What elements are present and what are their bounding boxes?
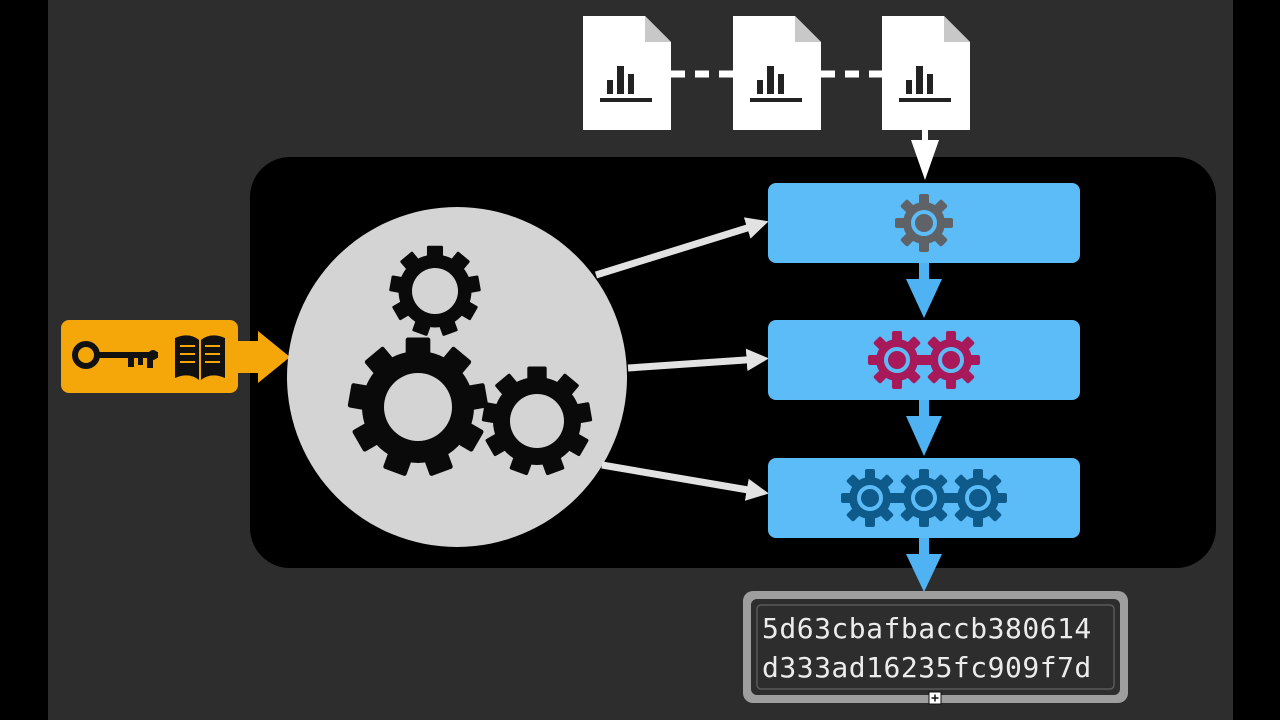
expand-handle-icon[interactable] (928, 691, 942, 705)
arrow-to-stage2 (627, 348, 769, 372)
gear-icon (868, 331, 926, 389)
bar-chart-document-icon (882, 16, 970, 130)
hash-line-1: 5d63cbafbaccb380614 (762, 612, 1092, 645)
arrow-to-stage1 (594, 217, 769, 279)
gear-icon (949, 469, 1007, 527)
open-book-icon (175, 335, 225, 380)
data-to-stage1-arrow (911, 130, 939, 180)
engine-to-stage-arrows (594, 217, 769, 501)
data-block-1 (583, 16, 671, 130)
stage1-to-stage2-arrow (906, 263, 942, 318)
engine (287, 207, 627, 547)
bar-chart-document-icon (733, 16, 821, 130)
data-block-2 (733, 16, 821, 130)
bar-chart-document-icon (583, 16, 671, 130)
gear-icon (841, 469, 899, 527)
input-badge (61, 320, 290, 393)
stage-gears (841, 194, 1007, 527)
gears-icon (347, 245, 593, 477)
arrow-to-stage3 (601, 461, 769, 501)
gear-icon (895, 194, 953, 252)
stage2-to-stage3-arrow (906, 400, 942, 456)
input-arrow (238, 331, 290, 383)
gear-icon (922, 331, 980, 389)
hash-line-2: d333ad16235fc909f7d (762, 651, 1092, 684)
flow-arrows (906, 263, 942, 592)
data-blocks (583, 16, 970, 130)
stages (768, 183, 1080, 538)
gear-icon (895, 469, 953, 527)
key-icon (72, 341, 158, 369)
data-block-3 (882, 16, 970, 130)
output-hash: 5d63cbafbaccb380614 d333ad16235fc909f7d (743, 591, 1128, 705)
stage3-to-output-arrow (906, 538, 942, 592)
